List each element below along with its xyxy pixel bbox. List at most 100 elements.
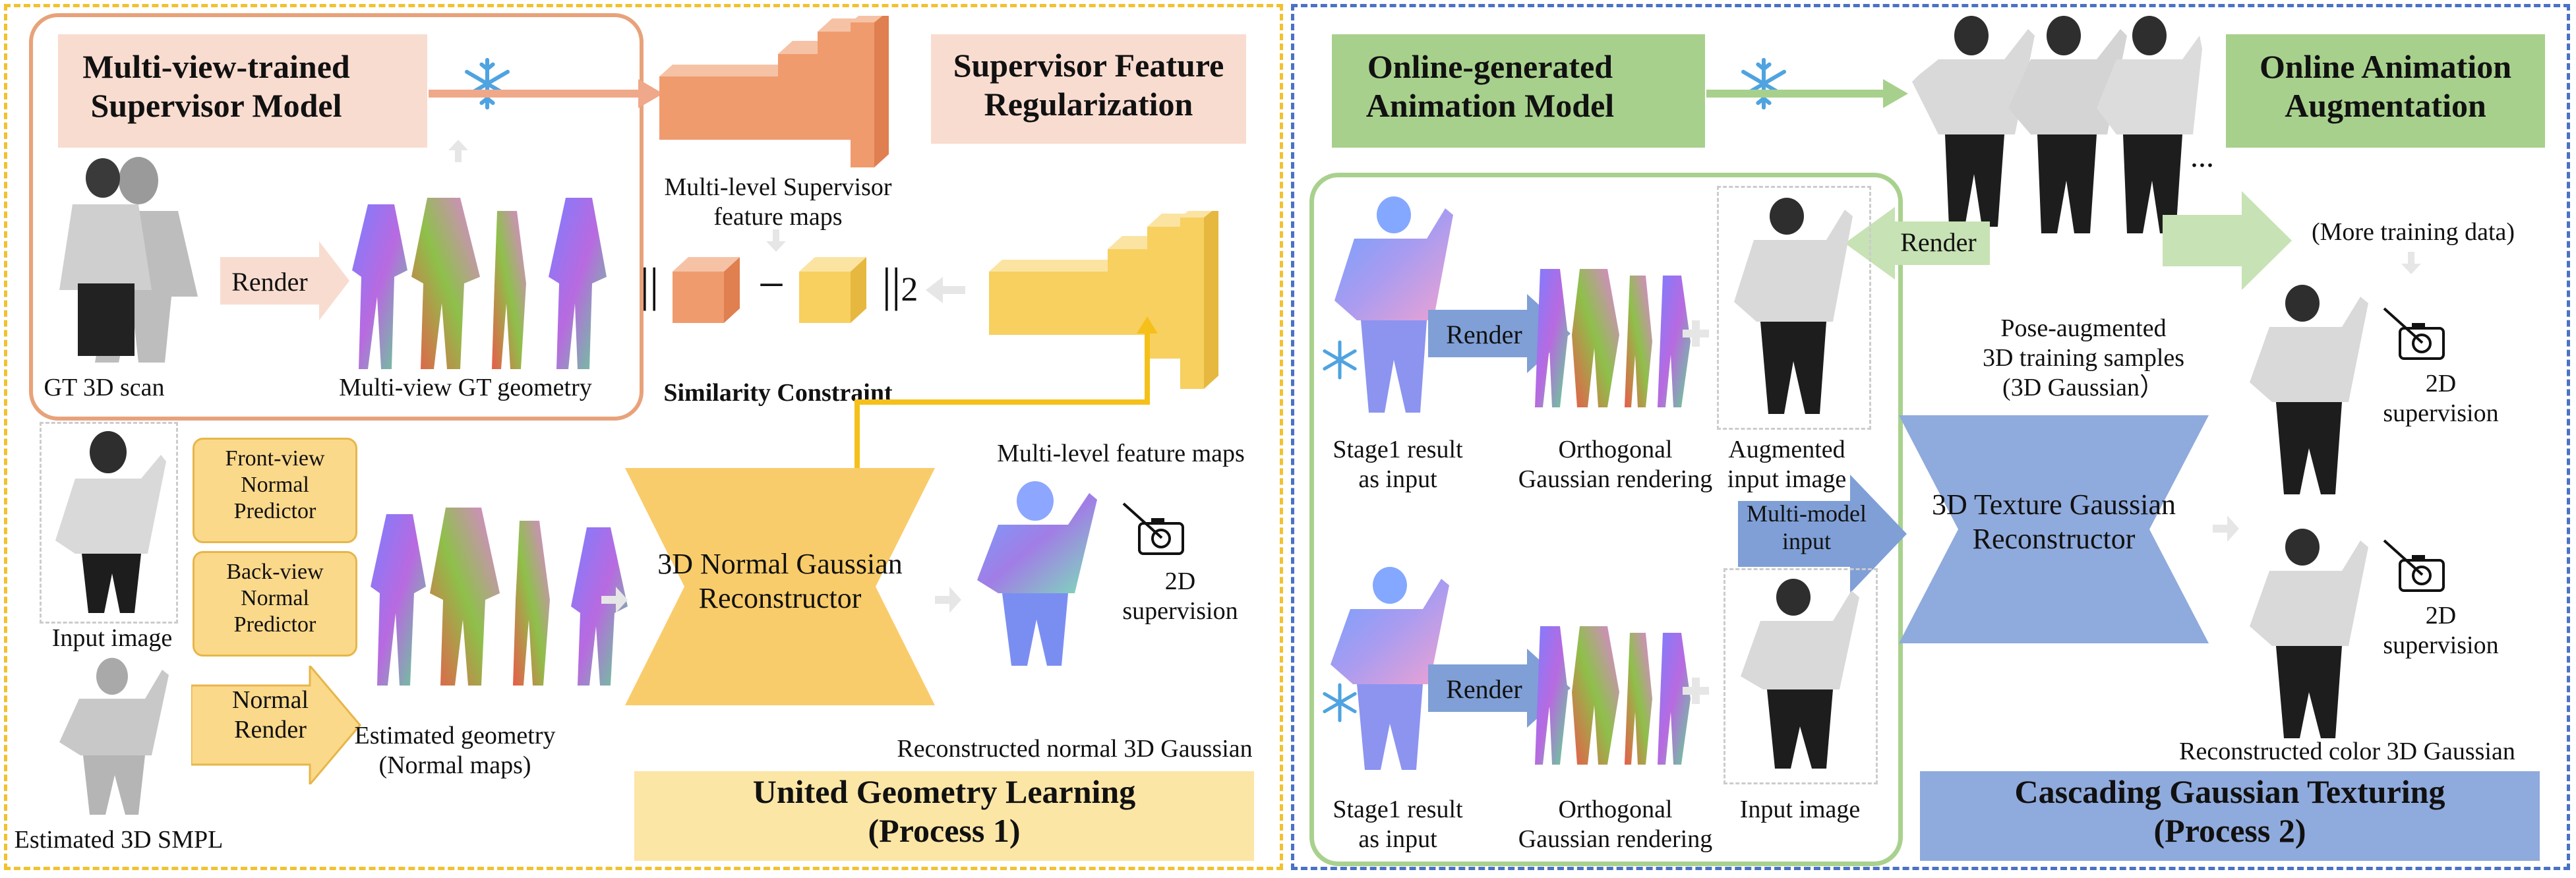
orange-cube: [673, 257, 740, 323]
ortho-figures-bottom: [1535, 626, 1691, 765]
render-arrow-back: [1845, 207, 1990, 279]
process2-title: Cascading Gaussian Texturing (Process 2): [2014, 773, 2445, 849]
camera-icon: [2383, 307, 2445, 360]
render-arrow-top: [1428, 294, 1571, 373]
norm-left: ||: [640, 258, 659, 311]
supervision-bottom-caption: 2D supervision: [2383, 602, 2499, 659]
animation-model-box: [1332, 34, 1705, 148]
front-predictor-box: [193, 438, 357, 543]
plus-icon: [1683, 320, 1709, 347]
more-training-arrow: [2163, 191, 2292, 290]
render-arrow-bottom: [1428, 649, 1571, 728]
camera-icon: [1122, 502, 1184, 555]
snowflake-icon: [1323, 340, 1357, 380]
gt-scan-caption: GT 3D scan: [44, 374, 165, 401]
feature-reg-box: [931, 34, 1246, 144]
pose-augmented-caption: Pose-augmented 3D training samples (3D G…: [1982, 314, 2185, 401]
normal-render-label: Normal Render: [231, 686, 309, 744]
snowflake-icon: [1323, 683, 1357, 722]
multilevel-maps-caption: Multi-level feature maps: [997, 440, 1245, 467]
input-image-frame: [40, 422, 178, 624]
input-image-caption: Input image: [51, 624, 173, 652]
ortho-bottom-caption: Orthogonal Gaussian rendering: [1518, 796, 1713, 853]
ortho-figures-top: [1535, 269, 1691, 407]
render-label-1: Render: [231, 267, 308, 297]
smpl-caption: Estimated 3D SMPL: [14, 826, 224, 854]
gt-geometry-figures: [352, 198, 607, 369]
arrow-icon: [2213, 515, 2239, 542]
texture-reconstructor-shape: [1899, 415, 2209, 643]
plus-icon: [1683, 678, 1709, 704]
augmented-input-caption: Augmented input image: [1727, 436, 1847, 493]
ortho-top-caption: Orthogonal Gaussian rendering: [1518, 436, 1713, 493]
input-image-2-figure: [1741, 579, 1859, 769]
gt-geometry-caption: Multi-view GT geometry: [339, 374, 592, 401]
similarity-constraint: Similarity Constraint: [663, 379, 893, 407]
gt-scan-figure: [59, 157, 198, 363]
arrow-icon: [601, 587, 628, 613]
yellow-feature-maps: [989, 211, 1218, 389]
front-predictor-label: Front-view Normal Predictor: [225, 446, 325, 524]
supervision-top-caption: 2D supervision: [2383, 370, 2499, 427]
estimated-geometry-caption: Estimated geometry (Normal maps): [354, 722, 556, 779]
arrow-icon: [448, 140, 468, 162]
arrow-icon: [1706, 79, 1908, 108]
process2-frame: [1291, 4, 2570, 870]
back-predictor-label: Back-view Normal Predictor: [226, 560, 324, 637]
yellow-cube: [799, 257, 866, 323]
supervisor-maps-caption: Multi-level Supervisor feature maps: [664, 173, 892, 231]
process1-title-box: [634, 771, 1254, 861]
animation-aug-box: [2226, 34, 2545, 148]
more-training-label: (More training data): [2311, 218, 2515, 246]
render-bottom-label: Render: [1446, 674, 1522, 704]
output-figure-bottom: [2250, 529, 2368, 738]
animation-aug-label: Online Animation Augmentation: [2259, 48, 2512, 124]
stage1-figure-bottom: [1331, 567, 1449, 770]
stage1-bottom-caption: Stage1 result as input: [1333, 796, 1463, 853]
input-image-figure: [55, 431, 166, 613]
normal-reconstructor-label: 3D Normal Gaussian Reconstructor: [657, 548, 903, 614]
supervisor-frame: [29, 13, 644, 421]
feature-reg-label: Supervisor Feature Regularization: [953, 47, 1224, 123]
camera-icon: [2383, 539, 2445, 592]
supervisor-model-label: Multi-view-trained Supervisor Model: [82, 48, 350, 124]
render-top-label: Render: [1446, 320, 1522, 349]
texture-reconstructor-label: 3D Texture Gaussian Reconstructor: [1931, 488, 2176, 555]
arrow-icon: [935, 587, 961, 613]
estimated-geometry-figures: [371, 508, 628, 686]
output-figure-top: [2250, 285, 2368, 494]
stage1-top-caption: Stage1 result as input: [1333, 436, 1463, 493]
render-back-label: Render: [1900, 227, 1977, 257]
normal-render-arrow: [191, 666, 361, 784]
norm-right: ||2: [882, 258, 918, 311]
normal-reconstructor-shape: [625, 468, 935, 705]
supervisor-feature-maps: [659, 16, 889, 167]
process1-frame: [4, 4, 1283, 870]
reconstructed-color-caption: Reconstructed color 3D Gaussian: [2179, 738, 2515, 765]
reconstructed-normal-caption: Reconstructed normal 3D Gaussian: [897, 735, 1253, 763]
supervision-2d-caption: 2D supervision: [1122, 568, 1238, 625]
smpl-figure: [59, 658, 169, 815]
augmented-input-figure: [1734, 198, 1853, 414]
animated-figures: [1912, 16, 2202, 233]
arrow-icon: [429, 79, 663, 108]
multi-model-arrow: [1738, 475, 1907, 593]
animation-model-label: Online-generated Animation Model: [1365, 48, 1615, 124]
connector-line: [854, 316, 1158, 501]
arrow-icon: [2401, 252, 2421, 274]
process2-title-box: [1920, 771, 2540, 861]
render-arrow-1: [220, 241, 349, 320]
augmented-input-frame: [1717, 186, 1871, 430]
arrow-icon: [766, 229, 786, 252]
input-image-2-frame: [1723, 568, 1878, 784]
supervisor-model-box: [58, 34, 427, 148]
reconstructed-normal-figure: [977, 481, 1097, 666]
back-predictor-box: [193, 551, 357, 657]
multi-model-label: Multi-model input: [1747, 500, 1867, 555]
input-image-2-caption: Input image: [1739, 796, 1861, 823]
stage1-figure-top: [1334, 196, 1453, 413]
ellipsis: ...: [2190, 139, 2214, 174]
render-container: [1309, 173, 1903, 866]
norm-minus: −: [758, 258, 785, 311]
